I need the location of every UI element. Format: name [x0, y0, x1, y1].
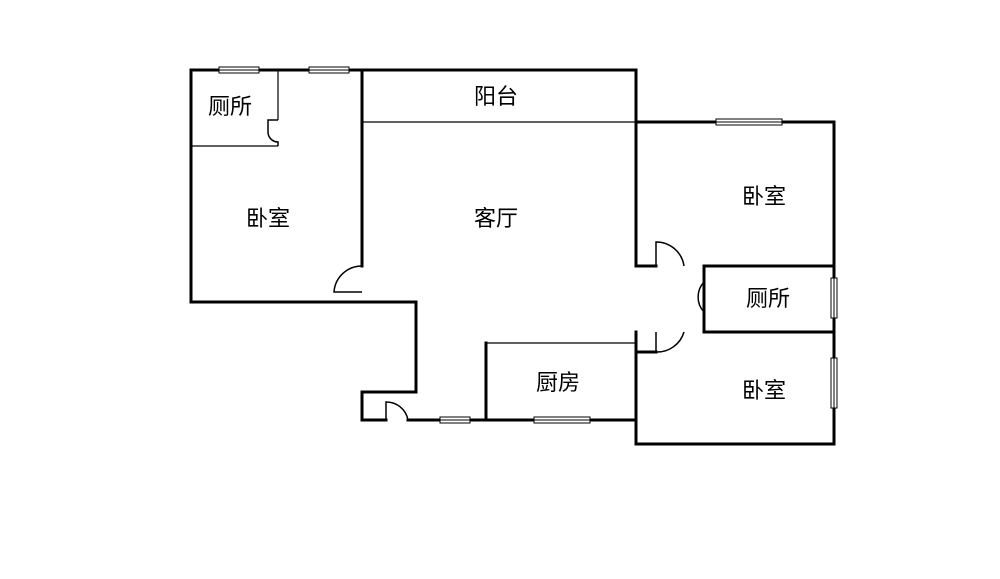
window-toilet-right: [830, 277, 838, 319]
label-toilet-top-left: 厕所: [208, 95, 252, 120]
label-toilet-right: 厕所: [746, 287, 790, 312]
entry-walls: [360, 300, 638, 422]
label-living-room: 客厅: [474, 207, 518, 232]
label-bedroom-right-top: 卧室: [742, 185, 786, 210]
label-balcony: 阳台: [474, 85, 518, 110]
door-entry: [385, 401, 409, 421]
door-bedroom-right-top: [655, 241, 685, 267]
right-block-walls: [634, 120, 836, 446]
window-top-left-1: [218, 66, 260, 74]
label-bedroom-left: 卧室: [246, 207, 290, 232]
door-bedroom-left: [333, 265, 363, 293]
door-toilet-left: [267, 119, 279, 146]
label-kitchen: 厨房: [536, 371, 580, 396]
window-top-left-2: [308, 66, 350, 74]
window-bedroom-right-top: [715, 118, 783, 126]
label-bedroom-right-bottom: 卧室: [742, 379, 786, 404]
left-block-walls: [189, 68, 638, 304]
door-toilet-right: [697, 281, 705, 313]
kitchen-walls: [484, 341, 638, 446]
window-kitchen: [533, 416, 591, 424]
window-bedroom-right-bottom: [830, 357, 838, 409]
balcony-walls: [362, 68, 638, 268]
door-bedroom-right-bottom: [655, 331, 685, 353]
window-entry: [439, 416, 471, 424]
